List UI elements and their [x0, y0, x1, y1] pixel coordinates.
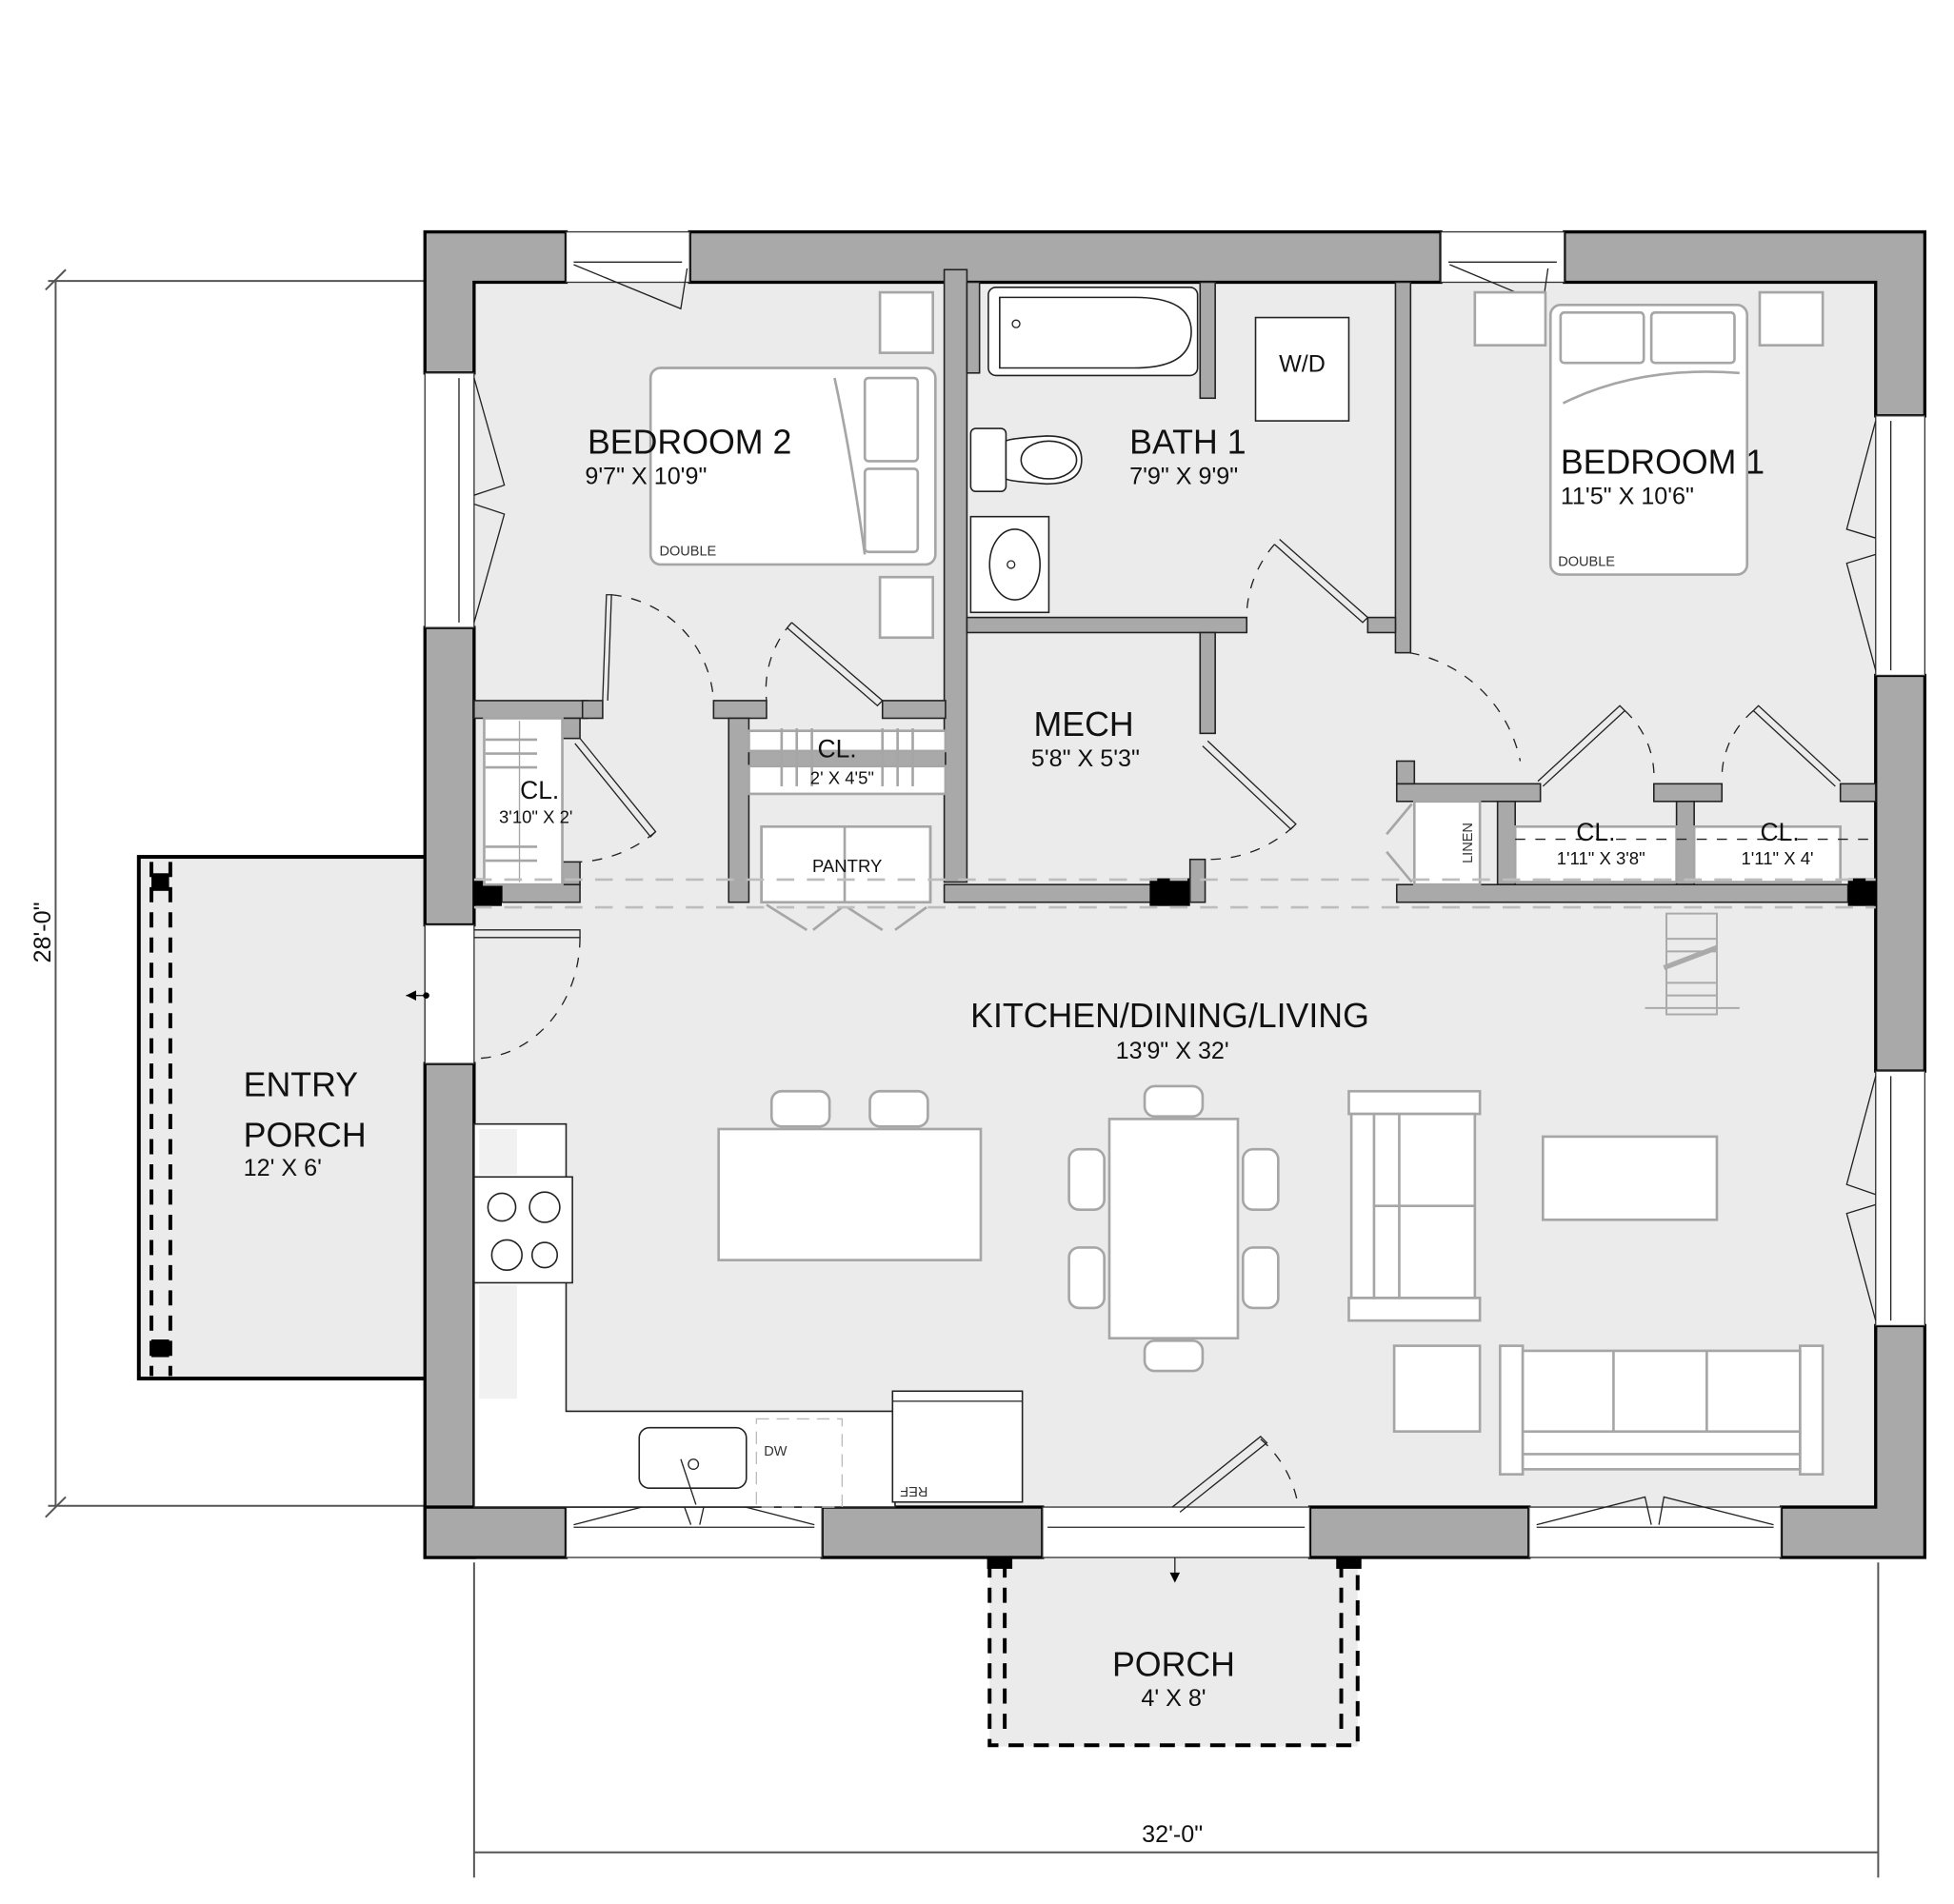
window [424, 372, 475, 628]
nightstand [1473, 290, 1547, 347]
overall-width-label: 32'-0" [1142, 1821, 1203, 1848]
washer-dryer-label: W/D [1279, 350, 1326, 377]
pillow [1649, 310, 1736, 365]
bed-size-label: DOUBLE [1558, 554, 1615, 569]
window [1875, 415, 1926, 677]
room-size-bedroom1-closet-b: 1'11" X 4' [1741, 848, 1813, 868]
room-name-linen: LINEN [1461, 823, 1476, 863]
kitchen-counter: DW REF [473, 1122, 1024, 1508]
room-size-bedroom2-closet: 2' X 4'5" [810, 767, 874, 787]
bathtub [987, 286, 1199, 377]
room-name-bedroom1: BEDROOM 1 [1561, 444, 1765, 482]
porch-floor [989, 1557, 1358, 1747]
dining-chair [1067, 1246, 1107, 1310]
nightstand [878, 575, 934, 640]
pillow [1559, 310, 1645, 365]
room-size-entry-porch: 12' X 6' [244, 1155, 322, 1181]
dining-chair [1241, 1246, 1280, 1310]
pillow [863, 376, 920, 463]
room-name-bath1: BATH 1 [1129, 424, 1246, 462]
refrigerator-label: REF [900, 1483, 927, 1498]
loveseat [1347, 1089, 1482, 1322]
door-opening [1042, 1506, 1311, 1558]
entry-closet [483, 717, 564, 886]
dishwasher [755, 1418, 844, 1508]
dining-chair [1241, 1147, 1280, 1212]
porch-post [151, 873, 169, 891]
dining-chair [1143, 1339, 1205, 1373]
room-size-bedroom2: 9'7" X 10'9" [585, 463, 707, 489]
dining-chair [1067, 1147, 1107, 1212]
attic-ladder [1645, 912, 1740, 1016]
room-name-entry-porch-line2: PORCH [244, 1117, 367, 1155]
refrigerator [891, 1390, 1024, 1503]
kitchen-sink [638, 1426, 748, 1489]
toilet [969, 427, 1083, 493]
side-table [1392, 1344, 1482, 1433]
linen-closet [1412, 800, 1482, 886]
window [565, 230, 690, 284]
washer-dryer [1254, 316, 1350, 422]
interior-doors [574, 539, 1842, 863]
sofa [1498, 1344, 1824, 1476]
kitchen-island [717, 1127, 983, 1261]
room-size-bedroom1: 11'5" X 10'6" [1561, 483, 1694, 509]
windows [424, 230, 1926, 1558]
room-size-bedroom1-closet-a: 1'11" X 3'8" [1557, 848, 1645, 868]
porch-post [151, 1339, 169, 1358]
room-name-bedroom2: BEDROOM 2 [588, 424, 791, 462]
room-name-pantry: PANTRY [812, 856, 882, 876]
room-size-kitchen-dining-living: 13'9" X 32' [1116, 1038, 1229, 1064]
window [1875, 1070, 1926, 1327]
dimension-lines [45, 268, 1880, 1878]
entry-porch-floor [136, 855, 429, 1381]
bar-stool [769, 1089, 831, 1128]
room-name-porch: PORCH [1112, 1645, 1235, 1683]
bed-size-label: DOUBLE [659, 545, 716, 560]
nightstand [1758, 290, 1824, 347]
room-size-porch: 4' X 8' [1141, 1685, 1206, 1712]
dishwasher-label: DW [764, 1444, 788, 1459]
bedroom1-closet-b [1692, 824, 1843, 883]
room-size-mech: 5'8" X 5'3" [1031, 745, 1140, 772]
room-name-bedroom2-closet: CL. [817, 734, 856, 763]
dining-chair [1143, 1084, 1205, 1119]
sink-vanity [969, 515, 1050, 614]
room-name-kitchen-dining-living: KITCHEN/DINING/LIVING [970, 997, 1369, 1035]
room-name-entry-closet: CL. [520, 776, 559, 804]
room-size-entry-closet: 3'10" X 2' [499, 806, 572, 826]
cooktop [473, 1176, 573, 1284]
nightstand [878, 290, 934, 354]
room-labels: BEDROOM 2 9'7" X 10'9" BATH 1 7'9" X 9'9… [244, 424, 1814, 1713]
bar-stool [868, 1089, 929, 1128]
room-name-mech: MECH [1034, 705, 1134, 744]
dining-table [1107, 1118, 1240, 1340]
bedroom1-closet-a [1513, 824, 1678, 883]
window [1528, 1506, 1783, 1558]
coffee-table [1541, 1135, 1719, 1221]
pillow [863, 467, 920, 554]
room-name-bedroom1-closet-a: CL. [1576, 818, 1615, 846]
entry-door-opening [424, 923, 475, 1064]
overall-depth-label: 28'-0" [30, 902, 56, 962]
room-name-entry-porch-line1: ENTRY [244, 1066, 359, 1104]
window [565, 1506, 823, 1558]
window [1440, 230, 1565, 284]
room-name-bedroom1-closet-b: CL. [1761, 818, 1800, 846]
room-size-bath1: 7'9" X 9'9" [1129, 463, 1238, 489]
